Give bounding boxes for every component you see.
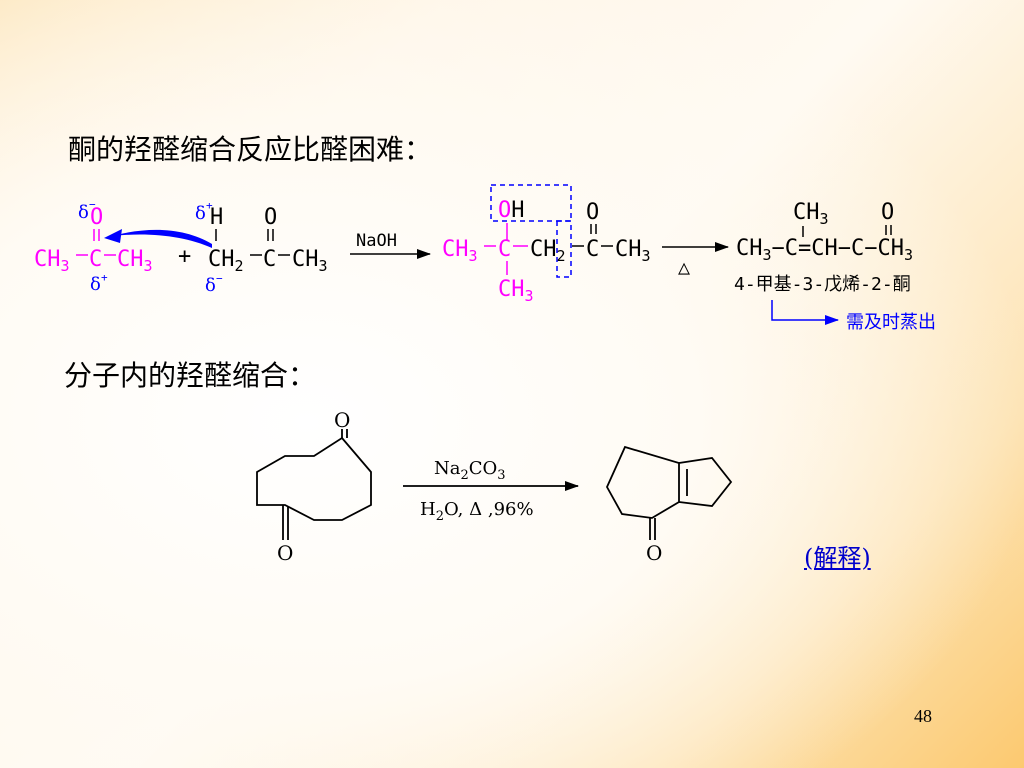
delta-minus-c-sign: − <box>216 272 223 285</box>
adduct-ch3-right: CH3 <box>615 237 651 265</box>
delta-plus-sign: + <box>101 271 108 284</box>
plus-sign: + <box>178 244 191 269</box>
acetone-molecule: δ − O CH3 C CH3 δ + <box>34 198 153 295</box>
reagent-na2co3: Na2CO3 <box>434 458 506 483</box>
bicyclic-enone-product: O <box>605 445 733 565</box>
adduct-quaternary-carbon: C <box>498 237 511 262</box>
dione-oxygen-top: O <box>334 408 350 432</box>
dione-oxygen-bottom: O <box>277 541 293 565</box>
adduct-hydroxyl: OH <box>498 198 525 223</box>
dashed-box-oh <box>490 184 572 222</box>
note-arrow <box>771 300 839 325</box>
adduct-ch3-left: CH3 <box>442 237 478 265</box>
second-ch3: CH3 <box>292 247 328 275</box>
second-carbonyl-carbon: C <box>263 247 276 272</box>
delta-minus-label: δ <box>78 202 89 223</box>
acetone-carbonyl-carbon: C <box>89 247 102 272</box>
naoh-reagent: NaOH <box>356 231 397 251</box>
enone-product: CH3 O CH3−C=CH−C−CH3 4-甲基-3-戊烯-2-酮 <box>734 200 913 295</box>
heat-symbol: △ <box>678 255 690 279</box>
adduct-ch2: CH2 <box>530 237 566 265</box>
acetone-ch3-right: CH3 <box>117 247 153 275</box>
product-formula: CH3−C=CH−C−CH3 <box>736 236 913 264</box>
product-name: 4-甲基-3-戊烯-2-酮 <box>734 274 911 295</box>
delta-plus-label: δ <box>90 274 101 295</box>
note-distill: 需及时蒸出 <box>846 312 936 333</box>
delta-plus-h-sign: + <box>206 199 213 212</box>
reagent-conditions: H2O, Δ ,96% <box>420 499 534 524</box>
adduct-ch3-bottom: CH3 <box>498 277 534 305</box>
product-oxygen: O <box>881 200 894 225</box>
delta-minus-c-label: δ <box>205 275 216 296</box>
heading-intramolecular-aldol: 分子内的羟醛缩合： <box>64 359 317 392</box>
delta-minus-sign: − <box>89 198 96 211</box>
adduct-carbonyl-oxygen: O <box>586 200 599 225</box>
curved-arrow-head <box>104 229 122 243</box>
second-carbonyl-oxygen: O <box>264 205 277 230</box>
second-acetone-molecule: δ + H CH2 O C CH3 δ − <box>195 199 328 296</box>
ch2-group: CH2 <box>208 247 244 275</box>
curved-attack-arrow <box>112 229 212 248</box>
product-ch3-top: CH3 <box>793 200 829 228</box>
explain-link[interactable]: (解释) <box>804 544 871 572</box>
alpha-hydrogen: H <box>210 205 223 230</box>
page-number: 48 <box>914 706 932 726</box>
acetone-ch3-left: CH3 <box>34 247 70 275</box>
adduct-carbonyl-carbon: C <box>586 237 599 262</box>
dashed-box-ch2 <box>556 220 572 278</box>
cyclodecanedione: O O <box>256 408 372 565</box>
delta-plus-h-label: δ <box>195 203 206 224</box>
product-ketone-oxygen: O <box>646 541 662 565</box>
acetone-oxygen: O <box>90 205 103 230</box>
heading-ketone-aldol: 酮的羟醛缩合反应比醛困难： <box>68 133 433 166</box>
aldol-adduct-molecule: OH CH3 C CH3 CH2 O C CH3 <box>442 184 651 305</box>
